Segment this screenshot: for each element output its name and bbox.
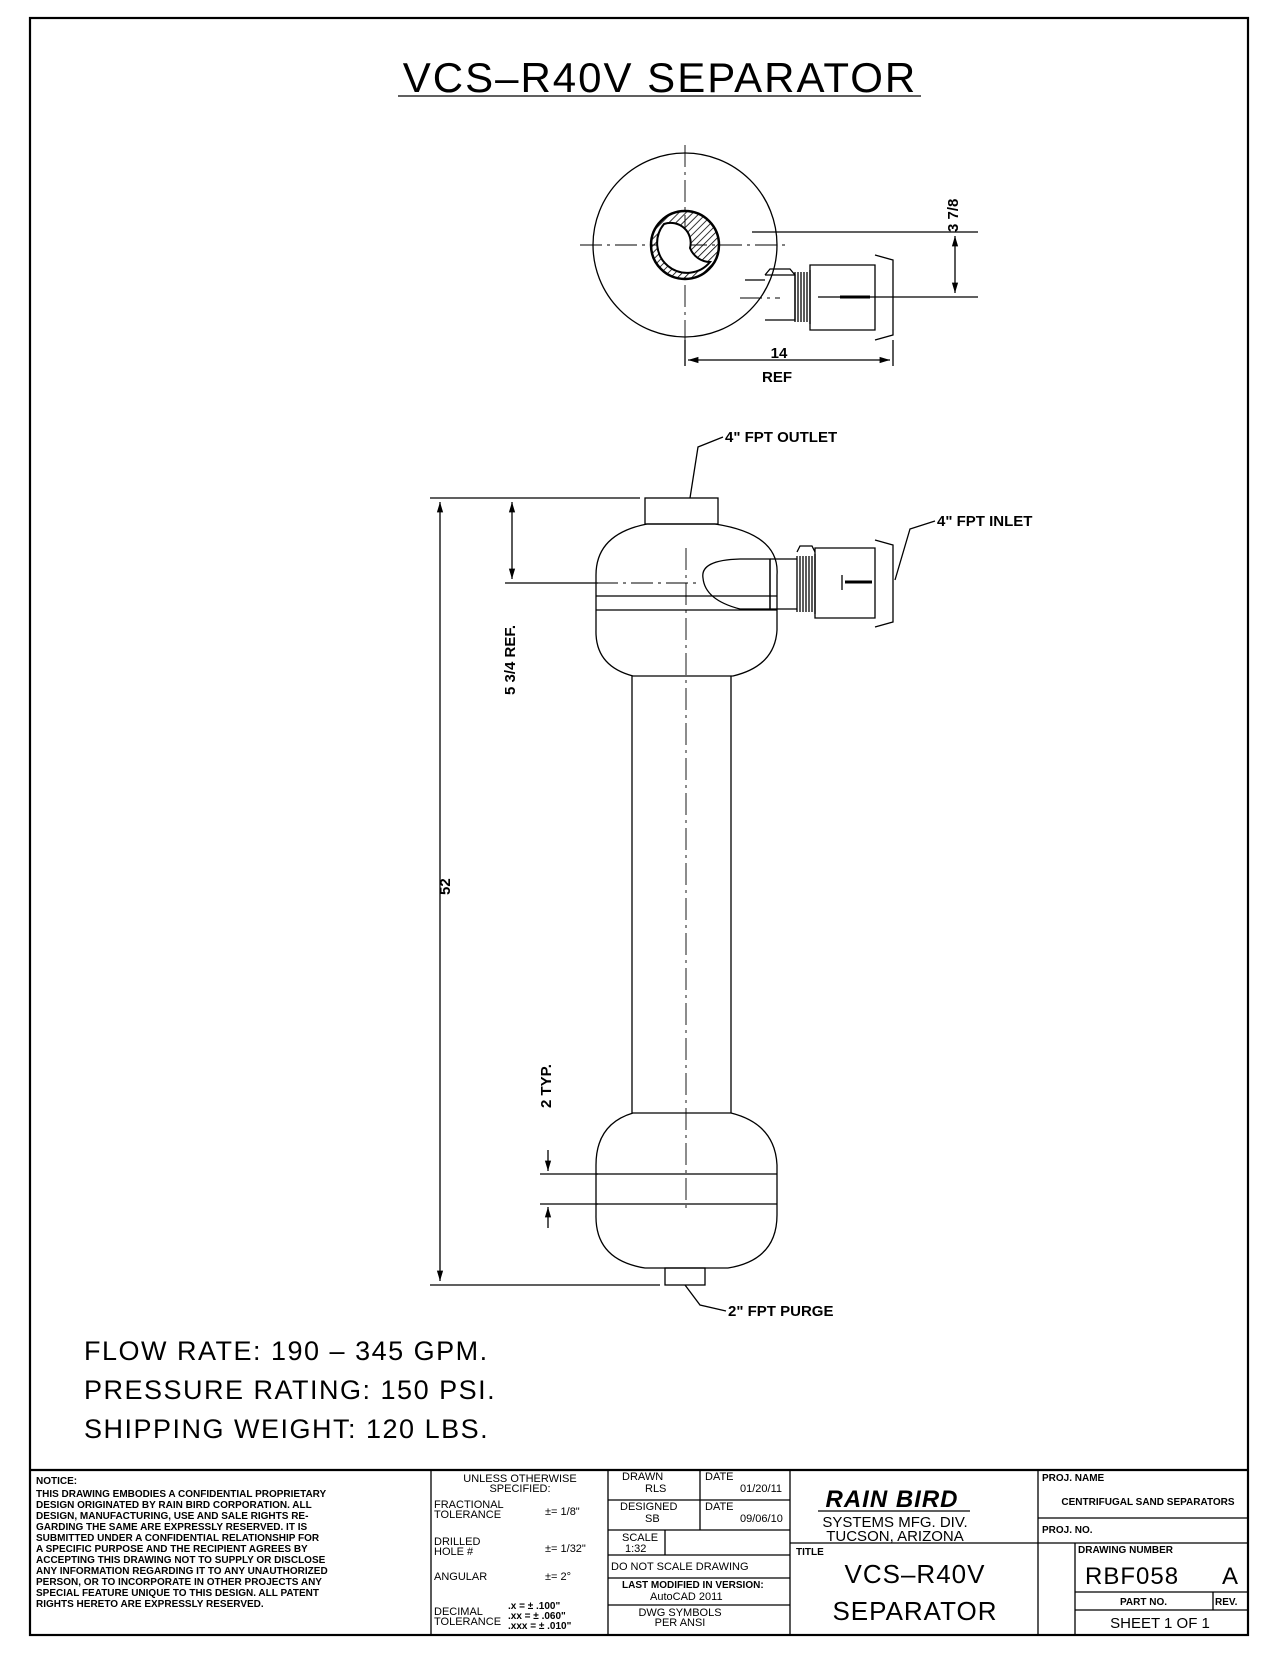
spec-flow-rate: FLOW RATE: 190 – 345 GPM.	[84, 1336, 489, 1366]
inlet-leader	[894, 520, 936, 581]
date-label: DATE	[705, 1471, 734, 1483]
dim-band: 2 TYP.	[538, 1064, 598, 1228]
sheet-border	[28, 16, 1250, 1637]
decimal-label-2: TOLERANCE	[434, 1616, 501, 1628]
decimal-xx: .xx = ± .060"	[508, 1611, 566, 1622]
purge-callout: 2" FPT PURGE	[728, 1303, 833, 1320]
drilled-label-2: HOLE #	[434, 1546, 474, 1558]
notice-line: SUBMITTED UNDER A CONFIDENTIAL RELATIONS…	[36, 1533, 320, 1544]
revision-block: DRAWN RLS DATE 01/20/11 DESIGNED SB DATE…	[611, 1471, 783, 1629]
top-view: 3 7/8 14 REF	[580, 145, 978, 386]
sheet-number: SHEET 1 OF 1	[1110, 1615, 1210, 1632]
outlet-leader	[689, 436, 724, 499]
dim-band-spacing: 2 TYP.	[538, 1064, 555, 1108]
drawn-date: 01/20/11	[740, 1483, 782, 1495]
front-view	[595, 497, 894, 1286]
dwg-symbols-2: PER ANSI	[655, 1617, 706, 1629]
dim-top-width: 14	[771, 345, 788, 362]
rev-label: REV.	[1215, 1597, 1238, 1608]
drawing-number-label: DRAWING NUMBER	[1078, 1545, 1174, 1556]
notice-line: THIS DRAWING EMBODIES A CONFIDENTIAL PRO…	[36, 1489, 327, 1500]
do-not-scale: DO NOT SCALE DRAWING	[611, 1561, 749, 1573]
designed-by: SB	[645, 1513, 660, 1525]
proj-name-label: PROJ. NAME	[1042, 1473, 1105, 1484]
drilled-label-1: DRILLED	[434, 1536, 481, 1548]
scale-label: SCALE	[622, 1532, 658, 1544]
company-line-2: TUCSON, ARIZONA	[826, 1528, 964, 1545]
drawn-label: DRAWN	[622, 1471, 663, 1483]
decimal-label-1: DECIMAL	[434, 1606, 483, 1618]
notice-line: RIGHTS HERETO ARE EXPRESSLY RESERVED.	[36, 1599, 264, 1610]
tolerance-block: UNLESS OTHERWISE SPECIFIED: FRACTIONAL T…	[434, 1473, 586, 1632]
rain-bird-logo: RAIN BIRD	[826, 1486, 959, 1513]
dim-top-width-ref: REF	[762, 369, 792, 386]
proj-no-label: PROJ. NO.	[1042, 1525, 1093, 1536]
fractional-label-1: FRACTIONAL	[434, 1499, 504, 1511]
last-modified-label: LAST MODIFIED IN VERSION:	[622, 1580, 764, 1591]
notice-line: SPECIAL FEATURE UNIQUE TO THIS DESIGN. A…	[36, 1588, 319, 1599]
notice-line: PERSON, OR TO INCORPORATE IN OTHER PROJE…	[36, 1577, 322, 1588]
notice-line: GARDING THE SAME ARE EXPRESSLY RESERVED.…	[36, 1522, 308, 1533]
scale-value: 1:32	[625, 1543, 646, 1555]
tolerance-heading-1: UNLESS OTHERWISE	[463, 1473, 577, 1485]
project-block: PROJ. NAME CENTRIFUGAL SAND SEPARATORS P…	[1042, 1473, 1239, 1632]
inlet-callout: 4" FPT INLET	[937, 513, 1032, 530]
notice-line: DESIGN, MANUFACTURING, USE AND SALE RIGH…	[36, 1511, 308, 1522]
drawing-title: VCS–R40V SEPARATOR	[403, 54, 918, 101]
drilled-value: ±= 1/32"	[545, 1543, 586, 1555]
dim-offset: 5 3/4 REF.	[502, 502, 598, 695]
notice-heading: NOTICE:	[36, 1476, 77, 1487]
decimal-xxx: .xxx = ± .010"	[508, 1621, 572, 1632]
dwg-symbols-1: DWG SYMBOLS	[638, 1607, 721, 1619]
spec-weight: SHIPPING WEIGHT: 120 LBS.	[84, 1414, 489, 1444]
last-modified: AutoCAD 2011	[650, 1591, 723, 1603]
dim-overall: 52	[430, 497, 660, 1286]
designed-date: 09/06/10	[740, 1513, 783, 1525]
proj-name: CENTRIFUGAL SAND SEPARATORS	[1061, 1497, 1234, 1508]
drawn-by: RLS	[645, 1483, 666, 1495]
fractional-label-2: TOLERANCE	[434, 1509, 501, 1521]
spec-pressure: PRESSURE RATING: 150 PSI.	[84, 1375, 496, 1405]
title-label: TITLE	[796, 1547, 824, 1558]
drawing-revision: A	[1222, 1563, 1239, 1590]
outlet-callout: 4" FPT OUTLET	[725, 429, 837, 446]
purge-leader	[684, 1284, 727, 1312]
part-no-label: PART NO.	[1120, 1597, 1167, 1608]
company-block: RAIN BIRD SYSTEMS MFG. DIV. TUCSON, ARIZ…	[796, 1486, 997, 1626]
drawing-number: RBF058	[1085, 1563, 1179, 1590]
notice-line: DESIGN ORIGINATED BY RAIN BIRD CORPORATI…	[36, 1500, 312, 1511]
notice-line: ANY INFORMATION REGARDING IT TO ANY UNAU…	[36, 1566, 328, 1577]
dim-top-offset: 5 3/4 REF.	[502, 625, 519, 695]
company-line-1: SYSTEMS MFG. DIV.	[822, 1514, 967, 1531]
notice-line: A SPECIFIC PURPOSE AND THE RECIPIENT AGR…	[36, 1544, 308, 1555]
tolerance-heading-2: SPECIFIED:	[489, 1483, 550, 1495]
title-block	[30, 1468, 1248, 1635]
angular-label: ANGULAR	[434, 1571, 487, 1583]
dim-overall-height: 52	[437, 878, 454, 895]
angular-value: ±= 2°	[545, 1571, 571, 1583]
decimal-x: .x = ± .100"	[508, 1601, 560, 1612]
notice-line: ACCEPTING THIS DRAWING NOT TO SUPPLY OR …	[36, 1555, 326, 1566]
drawing-title-line-2: SEPARATOR	[832, 1596, 997, 1626]
drawing-title-line-1: VCS–R40V	[845, 1559, 986, 1589]
dim-top-height: 3 7/8	[945, 199, 962, 232]
designed-label: DESIGNED	[620, 1501, 678, 1513]
fractional-value: ±= 1/8"	[545, 1506, 580, 1518]
designed-date-label: DATE	[705, 1501, 734, 1513]
notice: NOTICE: THIS DRAWING EMBODIES A CONFIDEN…	[36, 1476, 328, 1610]
